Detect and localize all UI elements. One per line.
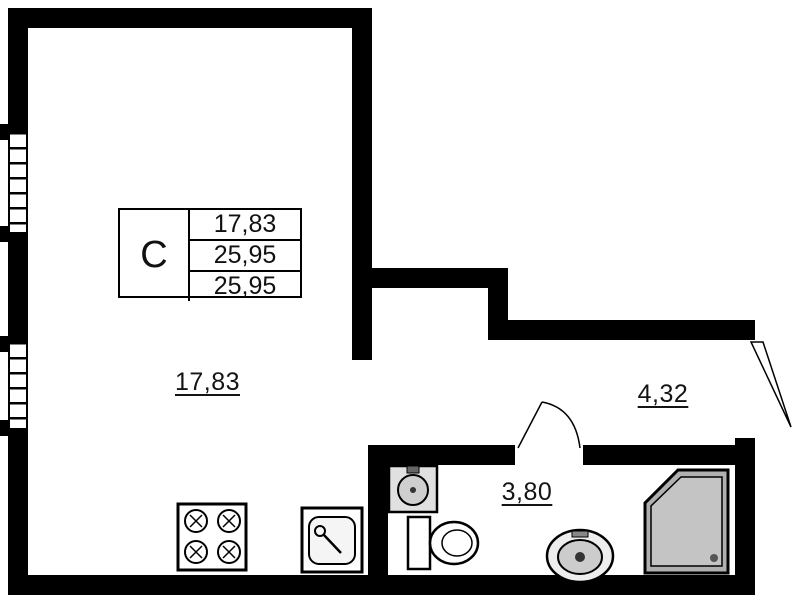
wall-left-upper (8, 8, 28, 132)
wall-bathroom-left (368, 445, 388, 575)
wall-top (8, 8, 372, 28)
wall-pier (0, 336, 10, 352)
wall-bathroom-top-left (368, 445, 515, 465)
stove (176, 502, 248, 572)
bathroom-area-label: 3,80 (501, 478, 553, 506)
wall-right-lower (735, 438, 755, 595)
kitchen-sink (300, 506, 364, 574)
bathroom-door (517, 401, 581, 449)
window-upper (8, 132, 28, 232)
wall-left-middle (8, 232, 28, 342)
wall-left-lower (8, 428, 28, 595)
wall-bathroom-top-right (583, 445, 735, 465)
wall-living-right (352, 8, 372, 360)
shower-cabin (643, 468, 730, 575)
hallway-area-label: 4,32 (637, 380, 689, 408)
entry-door (749, 341, 792, 428)
unit-total-area-2: 25,95 (213, 272, 277, 300)
bathroom-sink (387, 464, 439, 514)
unit-letter: C (120, 210, 190, 301)
wall-hallway-top-left (372, 268, 508, 288)
window-lower (8, 342, 28, 428)
toilet (406, 515, 480, 571)
living-room-area-label: 17,83 (174, 368, 241, 396)
wall-pier (0, 226, 10, 242)
wall-pier (0, 420, 10, 436)
unit-living-area: 17,83 (190, 210, 300, 241)
unit-info-box: C 17,83 25,95 25,95 (118, 208, 302, 301)
unit-total-area: 25,95 (190, 241, 300, 272)
washbasin (545, 528, 615, 584)
wall-pier (0, 124, 10, 140)
wall-hallway-top-right (508, 320, 755, 340)
wall-hallway-step (488, 268, 508, 340)
